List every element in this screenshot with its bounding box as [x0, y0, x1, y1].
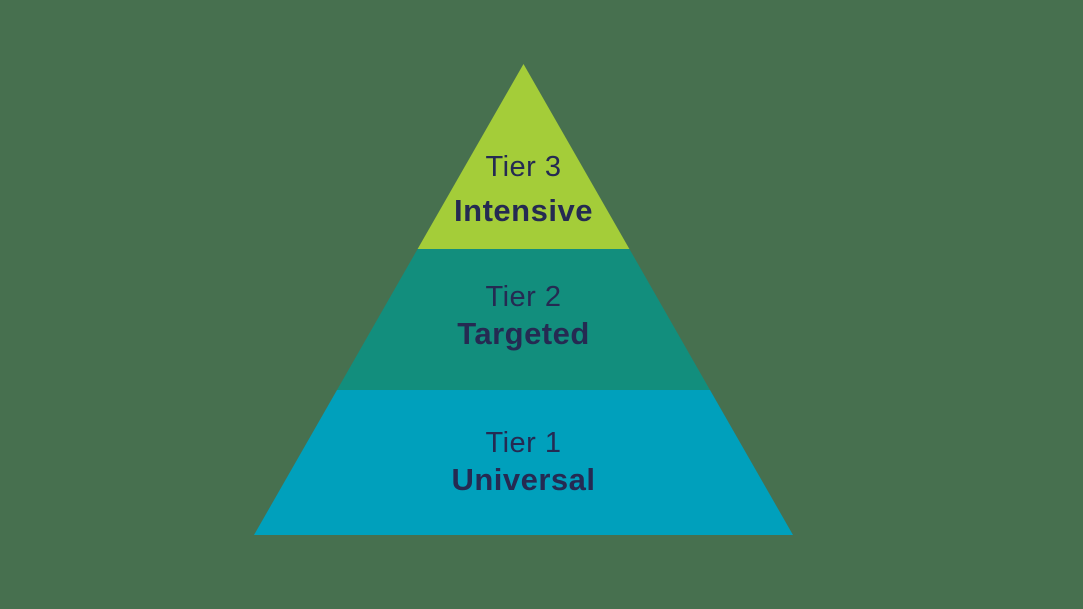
tier-2-shape — [337, 249, 710, 390]
tier-2-name: Targeted — [457, 316, 590, 351]
tier-1-shape — [254, 390, 793, 535]
tier-2-label: Tier 2 — [485, 281, 561, 313]
tier-3-label: Tier 3 — [485, 151, 561, 183]
tier-1-name: Universal — [451, 462, 595, 497]
tier-3-shape — [417, 64, 630, 249]
tier-1-label: Tier 1 — [485, 427, 561, 459]
tier-3-name: Intensive — [454, 193, 593, 228]
